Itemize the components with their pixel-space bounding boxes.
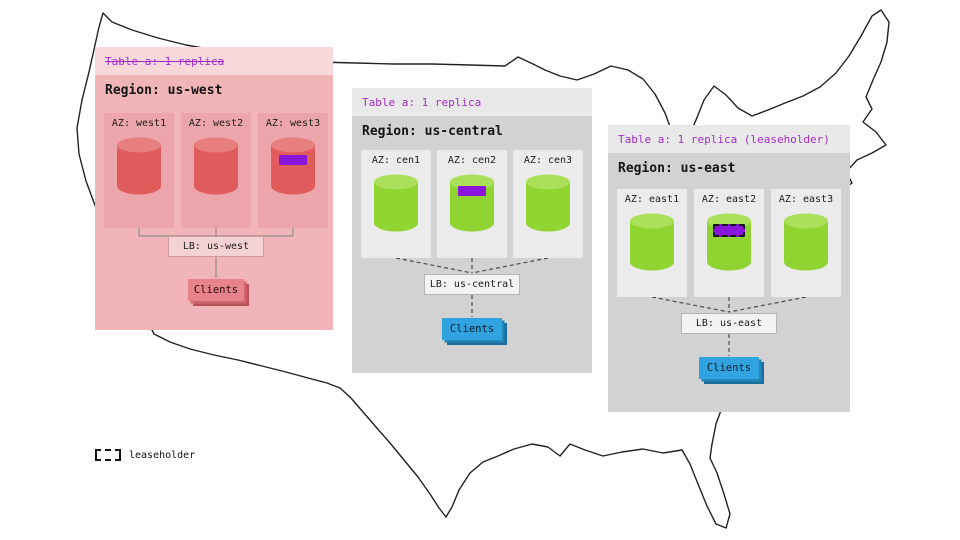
az-panel-east3: AZ: east3 (771, 189, 841, 297)
az-label: AZ: west1 (111, 118, 167, 129)
az-row: AZ: east1 AZ: east2 AZ: east3 (617, 189, 841, 297)
az-panel-west2: AZ: west2 (181, 113, 251, 228)
az-panel-cen2: AZ: cen2 (437, 150, 507, 258)
database-cylinder-icon (784, 213, 828, 271)
az-panel-east1: AZ: east1 (617, 189, 687, 297)
region-title: Region: us-east (618, 161, 736, 176)
load-balancer-box: LB: us-central (424, 274, 520, 295)
az-row: AZ: west1 AZ: west2 AZ: west3 (104, 113, 328, 228)
database-cylinder-icon (271, 137, 315, 195)
region-title: Region: us-west (105, 83, 223, 98)
az-label: AZ: cen1 (371, 155, 421, 166)
az-panel-cen3: AZ: cen3 (513, 150, 583, 258)
clients-box: Clients (188, 279, 244, 301)
database-cylinder-icon (194, 137, 238, 195)
az-panel-cen1: AZ: cen1 (361, 150, 431, 258)
leaseholder-chip (713, 224, 745, 237)
replica-chip (458, 186, 486, 196)
az-label: AZ: east1 (624, 194, 680, 205)
az-label: AZ: cen2 (447, 155, 497, 166)
az-label: AZ: west3 (265, 118, 321, 129)
az-panel-east2: AZ: east2 (694, 189, 764, 297)
database-cylinder-icon (707, 213, 751, 271)
database-cylinder-icon (117, 137, 161, 195)
region-card-us-west: Table a: 1 replica Region: us-west AZ: w… (95, 47, 333, 330)
az-label: AZ: east3 (778, 194, 834, 205)
leaseholder-legend-chip-icon (95, 449, 121, 461)
az-label: AZ: west2 (188, 118, 244, 129)
az-panel-west1: AZ: west1 (104, 113, 174, 228)
table-label: Table a: 1 replica (leaseholder) (618, 132, 830, 146)
legend-label: leaseholder (129, 449, 196, 461)
region-title: Region: us-central (362, 124, 503, 139)
replica-chip (279, 155, 307, 165)
region-card-us-east: Table a: 1 replica (leaseholder) Region:… (608, 125, 850, 412)
table-header: Table a: 1 replica (352, 88, 592, 116)
table-label: Table a: 1 replica (105, 54, 225, 68)
region-card-us-central: Table a: 1 replica Region: us-central AZ… (352, 88, 592, 373)
table-label: Table a: 1 replica (362, 95, 482, 109)
database-cylinder-icon (630, 213, 674, 271)
database-cylinder-icon (374, 174, 418, 232)
database-cylinder-icon (526, 174, 570, 232)
az-panel-west3: AZ: west3 (258, 113, 328, 228)
table-header: Table a: 1 replica (95, 47, 333, 75)
clients-box: Clients (442, 318, 502, 340)
clients-box: Clients (699, 357, 759, 379)
legend: leaseholder (95, 449, 195, 461)
table-header: Table a: 1 replica (leaseholder) (608, 125, 850, 153)
az-row: AZ: cen1 AZ: cen2 AZ: cen3 (361, 150, 583, 258)
az-label: AZ: cen3 (523, 155, 573, 166)
database-cylinder-icon (450, 174, 494, 232)
load-balancer-box: LB: us-east (681, 313, 777, 334)
az-label: AZ: east2 (701, 194, 757, 205)
load-balancer-box: LB: us-west (168, 236, 264, 257)
